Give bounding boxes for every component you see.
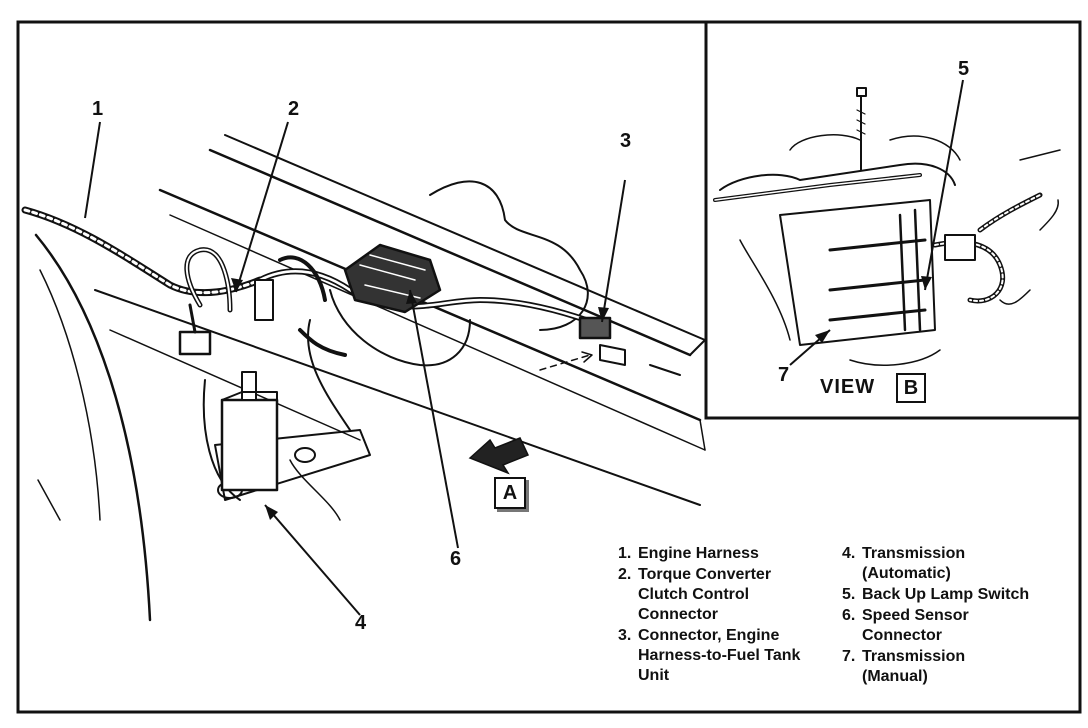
view-a-letter: A bbox=[494, 477, 526, 509]
leader-lines bbox=[84, 121, 626, 616]
legend-num: 2. bbox=[618, 566, 632, 583]
legend-num: 4. bbox=[842, 545, 856, 562]
legend-column-1: 1. Engine Harness 2. Torque Converter Cl… bbox=[618, 544, 840, 687]
callout-3: 3 bbox=[620, 130, 632, 152]
view-b-illustration bbox=[713, 87, 1061, 366]
legend-item-5: 5. Back Up Lamp Switch bbox=[842, 585, 1072, 605]
legend-num: 1. bbox=[618, 545, 632, 562]
legend-text: Transmission (Automatic) bbox=[862, 545, 966, 582]
callout-5: 5 bbox=[958, 58, 970, 80]
legend-num: 5. bbox=[842, 586, 856, 603]
callout-4: 4 bbox=[355, 612, 367, 634]
view-b-panel bbox=[704, 20, 1082, 420]
callout-7: 7 bbox=[778, 364, 790, 386]
leader-arrowheads bbox=[231, 278, 609, 520]
legend-text: Back Up Lamp Switch bbox=[862, 586, 1030, 603]
legend-num: 3. bbox=[618, 627, 632, 644]
legend-item-1: 1. Engine Harness bbox=[618, 544, 840, 564]
legend-text: Connector, Engine Harness-to-Fuel Tank U… bbox=[638, 627, 801, 684]
view-b-arrowheads bbox=[815, 276, 932, 343]
legend-text: Engine Harness bbox=[638, 545, 759, 562]
legend-num: 6. bbox=[842, 607, 856, 624]
legend-item-4: 4. Transmission (Automatic) bbox=[842, 544, 1072, 584]
callout-6: 6 bbox=[450, 548, 462, 570]
main-illustration bbox=[21, 134, 706, 622]
legend-text: Torque Converter Clutch Control Connecto… bbox=[638, 566, 772, 623]
view-a-arrow-icon bbox=[468, 437, 530, 475]
legend-item-3: 3. Connector, Engine Harness-to-Fuel Tan… bbox=[618, 626, 840, 686]
legend-item-6: 6. Speed Sensor Connector bbox=[842, 606, 1072, 646]
view-b-letter: B bbox=[896, 373, 926, 403]
callout-2: 2 bbox=[288, 98, 300, 120]
legend-column-2: 4. Transmission (Automatic) 5. Back Up L… bbox=[842, 544, 1072, 688]
callout-1: 1 bbox=[92, 98, 104, 120]
legend-item-2: 2. Torque Converter Clutch Control Conne… bbox=[618, 565, 840, 625]
legend-num: 7. bbox=[842, 648, 856, 665]
view-b-label: VIEW bbox=[820, 376, 876, 398]
legend-item-7: 7. Transmission (Manual) bbox=[842, 647, 1072, 687]
legend-text: Speed Sensor Connector bbox=[862, 607, 969, 644]
legend-text: Transmission (Manual) bbox=[862, 648, 966, 685]
